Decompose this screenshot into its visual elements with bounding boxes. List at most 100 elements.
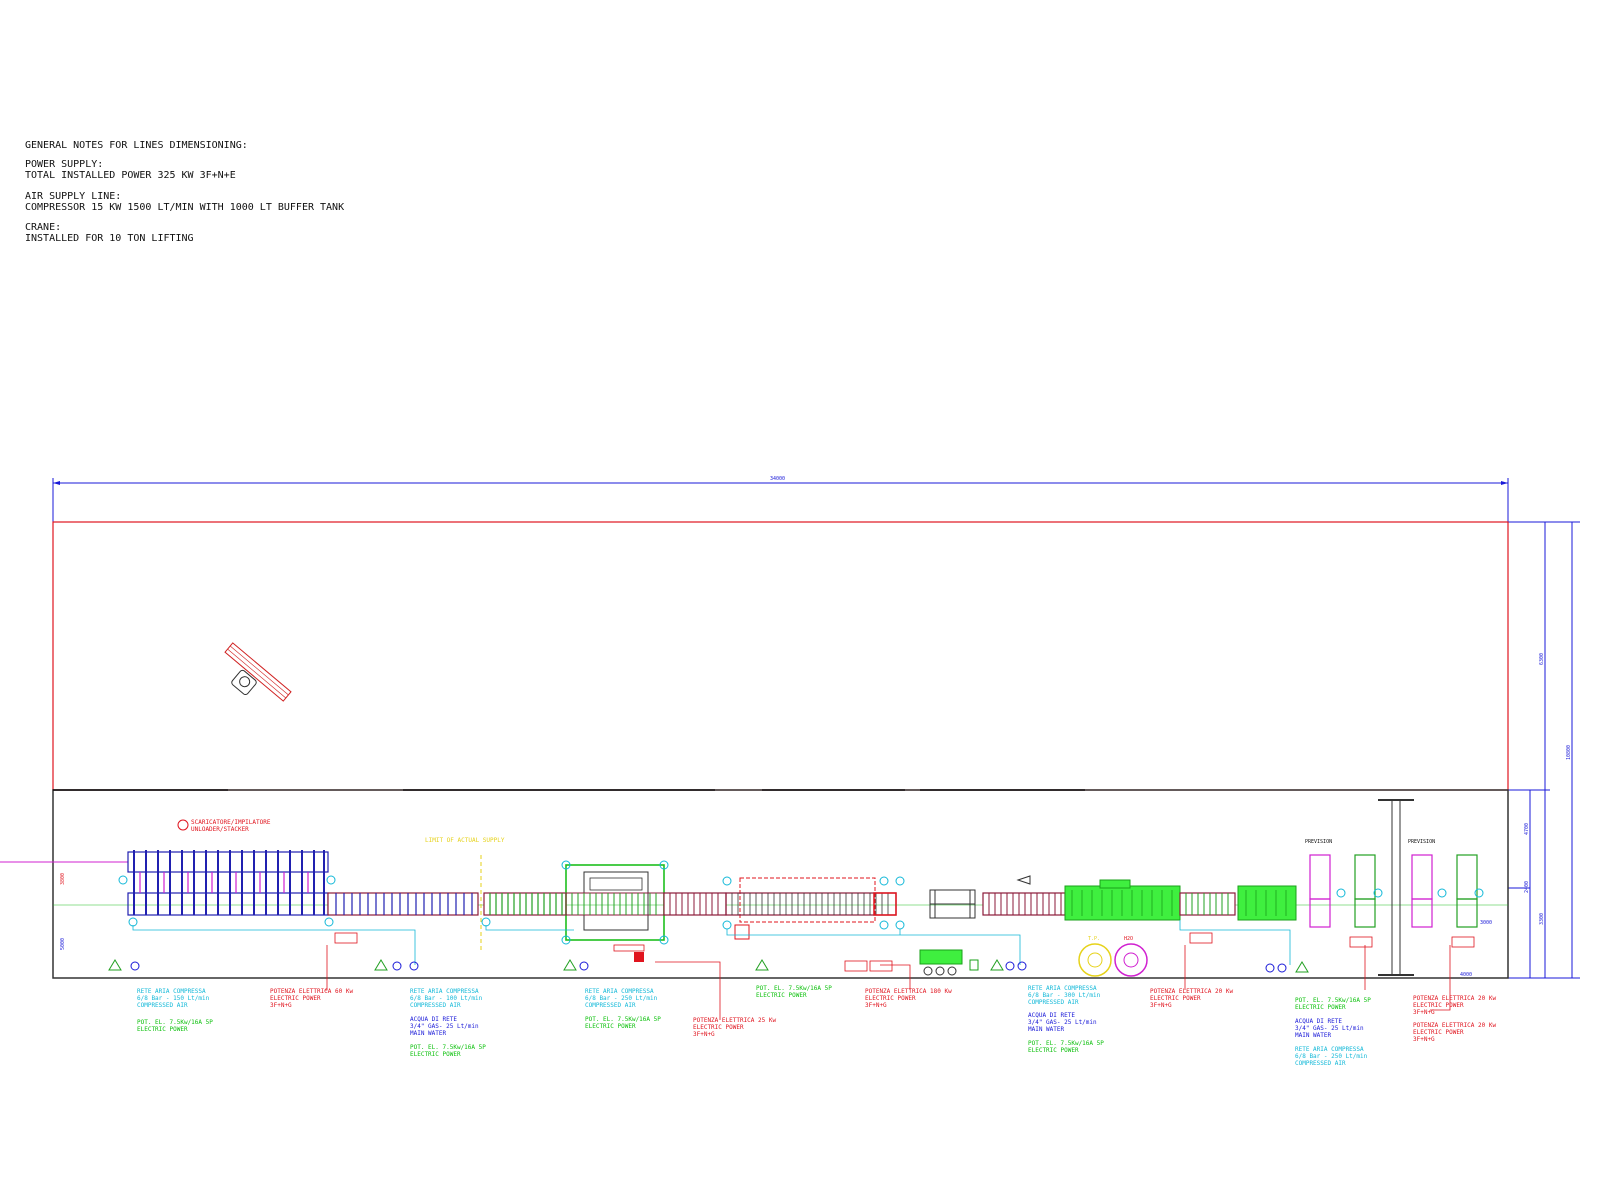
- unloader-label: SCARICATORE/IMPILATORE UNLOADER/STACKER: [177, 819, 271, 833]
- dimension-height-lower-a: 4700: [1524, 823, 1530, 835]
- unloader-label-en: UNLOADER/STACKER: [191, 826, 249, 833]
- general-notes: GENERAL NOTES FOR LINES DIMENSIONING: PO…: [25, 140, 344, 244]
- callout-4-line-2: 6/8 Bar - 250 Lt/min: [585, 995, 658, 1002]
- dimension-height-lower-c: 3300: [1539, 913, 1545, 925]
- callout-10-line-4: 3/4" GAS- 25 Lt/min: [1295, 1025, 1364, 1032]
- callout-1: RETE ARIA COMPRESSA 6/8 Bar - 150 Lt/min…: [137, 988, 213, 1033]
- warning-triangles: [108, 959, 1309, 973]
- callout-1-line-5: ELECTRIC POWER: [137, 1026, 188, 1033]
- notes-power-value: TOTAL INSTALLED POWER 325 KW 3F+N+E: [25, 170, 236, 181]
- callout-3-line-3: COMPRESSED AIR: [410, 1002, 461, 1009]
- callout-7-line-2: ELECTRIC POWER: [865, 995, 916, 1002]
- unloader-label-it: SCARICATORE/IMPILATORE: [191, 819, 271, 826]
- callout-2: POTENZA ELETTRICA 60 Kw ELECTRIC POWER 3…: [270, 988, 353, 1009]
- crane-column: [1378, 799, 1414, 976]
- callout-3-line-6: MAIN WATER: [410, 1030, 447, 1037]
- callout-9-line-3: 3F+N+G: [1150, 1002, 1172, 1009]
- callout-11-line-5: ELECTRIC POWER: [1413, 1029, 1464, 1036]
- notes-title: GENERAL NOTES FOR LINES DIMENSIONING:: [25, 140, 248, 151]
- limit-supply-text: LIMIT OF ACTUAL SUPPLY: [425, 837, 505, 844]
- callout-4-line-5: ELECTRIC POWER: [585, 1023, 636, 1030]
- callout-7: POTENZA ELETTRICA 180 Kw ELECTRIC POWER …: [865, 988, 952, 1009]
- callout-4-line-3: COMPRESSED AIR: [585, 1002, 636, 1009]
- notes-crane-label: CRANE:: [25, 222, 61, 233]
- dimension-right-b: 4000: [1460, 972, 1472, 978]
- dimension-height-lower-b: 2400: [1524, 881, 1530, 893]
- utility-lines: [132, 920, 1291, 965]
- callout-5: POTENZA ELETTRICA 25 Kw ELECTRIC POWER 3…: [693, 1017, 776, 1038]
- callout-8-line-3: COMPRESSED AIR: [1028, 999, 1079, 1006]
- callout-11-line-4: POTENZA ELETTRICA 20 Kw: [1413, 1022, 1496, 1029]
- robot-cell-upper: [224, 642, 292, 702]
- tank-2-label: H2O: [1124, 936, 1133, 942]
- callout-2-line-1: POTENZA ELETTRICA 60 Kw: [270, 988, 353, 995]
- callout-5-line-1: POTENZA ELETTRICA 25 Kw: [693, 1017, 776, 1024]
- callout-1-line-1: RETE ARIA COMPRESSA: [137, 988, 206, 995]
- utility-nodes: [130, 961, 1287, 973]
- callout-11-line-2: ELECTRIC POWER: [1413, 1002, 1464, 1009]
- notes-crane-value: INSTALLED FOR 10 TON LIFTING: [25, 233, 194, 244]
- power-lines: [325, 945, 1451, 1020]
- machine-green-2: [1237, 885, 1297, 921]
- dimension-height-upper: 6300: [1539, 653, 1545, 665]
- callout-8-line-5: 3/4" GAS- 25 Lt/min: [1028, 1019, 1097, 1026]
- machine-cell-2: [722, 876, 905, 940]
- callout-10-line-6: RETE ARIA COMPRESSA: [1295, 1046, 1364, 1053]
- conveyor-section-2: [481, 892, 567, 927]
- callout-7-line-1: POTENZA ELETTRICA 180 Kw: [865, 988, 952, 995]
- dimension-right-a: 3000: [1480, 920, 1492, 926]
- tank-1-label: T.P.: [1088, 936, 1100, 942]
- callout-3-line-2: 6/8 Bar - 100 Lt/min: [410, 995, 483, 1002]
- tank-1: T.P.: [1078, 936, 1112, 977]
- notes-air-value: COMPRESSOR 15 KW 1500 LT/MIN WITH 1000 L…: [25, 202, 344, 213]
- callout-10-line-8: COMPRESSED AIR: [1295, 1060, 1346, 1067]
- dimension-left-a: 3800: [60, 873, 66, 885]
- prevision-robots: PREVISION PREVISION: [1305, 839, 1484, 928]
- dimension-total-text: 34000: [770, 476, 785, 482]
- dimension-right: 6300 10800 4700 2400 3300: [1508, 521, 1580, 979]
- transfer-unit: [929, 875, 1031, 919]
- callout-6-line-2: ELECTRIC POWER: [756, 992, 807, 999]
- control-panels: [919, 949, 979, 976]
- unloader-stacker: [118, 850, 336, 927]
- notes-power-label: POWER SUPPLY:: [25, 159, 103, 170]
- callout-11-line-3: 3F+N+G: [1413, 1009, 1435, 1016]
- notes-air-label: AIR SUPPLY LINE:: [25, 191, 121, 202]
- callout-10-line-2: ELECTRIC POWER: [1295, 1004, 1346, 1011]
- callout-6: POT. EL. 7.5Kw/16A 5P ELECTRIC POWER: [756, 985, 832, 999]
- callout-3-line-5: 3/4" GAS- 25 Lt/min: [410, 1023, 479, 1030]
- callout-10-line-5: MAIN WATER: [1295, 1032, 1332, 1039]
- callout-6-line-1: POT. EL. 7.5Kw/16A 5P: [756, 985, 832, 992]
- conveyor-section-3: [663, 892, 727, 916]
- conveyor-section-4: [982, 892, 1066, 916]
- callout-8-line-4: ACQUA DI RETE: [1028, 1012, 1075, 1019]
- callout-1-line-4: POT. EL. 7.5Kw/16A 5P: [137, 1019, 213, 1026]
- callout-10: POT. EL. 7.5Kw/16A 5P ELECTRIC POWER ACQ…: [1295, 997, 1371, 1067]
- dimension-total-length: 34000: [52, 476, 1509, 525]
- callout-10-line-3: ACQUA DI RETE: [1295, 1018, 1342, 1025]
- callout-8-line-6: MAIN WATER: [1028, 1026, 1065, 1033]
- direction-arrow-icon: [1016, 875, 1031, 885]
- conveyor-section-5: [1179, 892, 1236, 916]
- callout-9-line-1: POTENZA ELETTRICA 20 Kw: [1150, 988, 1233, 995]
- callout-4-line-4: POT. EL. 7.5Kw/16A 5P: [585, 1016, 661, 1023]
- electrical-boxes: [334, 932, 1475, 972]
- callout-11: POTENZA ELETTRICA 20 Kw ELECTRIC POWER 3…: [1413, 995, 1496, 1043]
- machine-cell-1: [561, 860, 669, 962]
- callout-3-line-8: ELECTRIC POWER: [410, 1051, 461, 1058]
- callout-11-line-6: 3F+N+G: [1413, 1036, 1435, 1043]
- prevision-label-2: PREVISION: [1408, 839, 1435, 845]
- callout-10-line-1: POT. EL. 7.5Kw/16A 5P: [1295, 997, 1371, 1004]
- dimension-height-total: 10800: [1566, 745, 1572, 760]
- callout-2-line-3: 3F+N+G: [270, 1002, 292, 1009]
- callout-8-line-7: POT. EL. 7.5Kw/16A 5P: [1028, 1040, 1104, 1047]
- callout-10-line-7: 6/8 Bar - 250 Lt/min: [1295, 1053, 1368, 1060]
- callout-2-line-2: ELECTRIC POWER: [270, 995, 321, 1002]
- prevision-label-1: PREVISION: [1305, 839, 1332, 845]
- callout-8-line-2: 6/8 Bar - 300 Lt/min: [1028, 992, 1101, 999]
- callout-3: RETE ARIA COMPRESSA 6/8 Bar - 100 Lt/min…: [410, 988, 486, 1058]
- callout-3-line-7: POT. EL. 7.5Kw/16A 5P: [410, 1044, 486, 1051]
- callout-4-line-1: RETE ARIA COMPRESSA: [585, 988, 654, 995]
- callout-8-line-1: RETE ARIA COMPRESSA: [1028, 985, 1097, 992]
